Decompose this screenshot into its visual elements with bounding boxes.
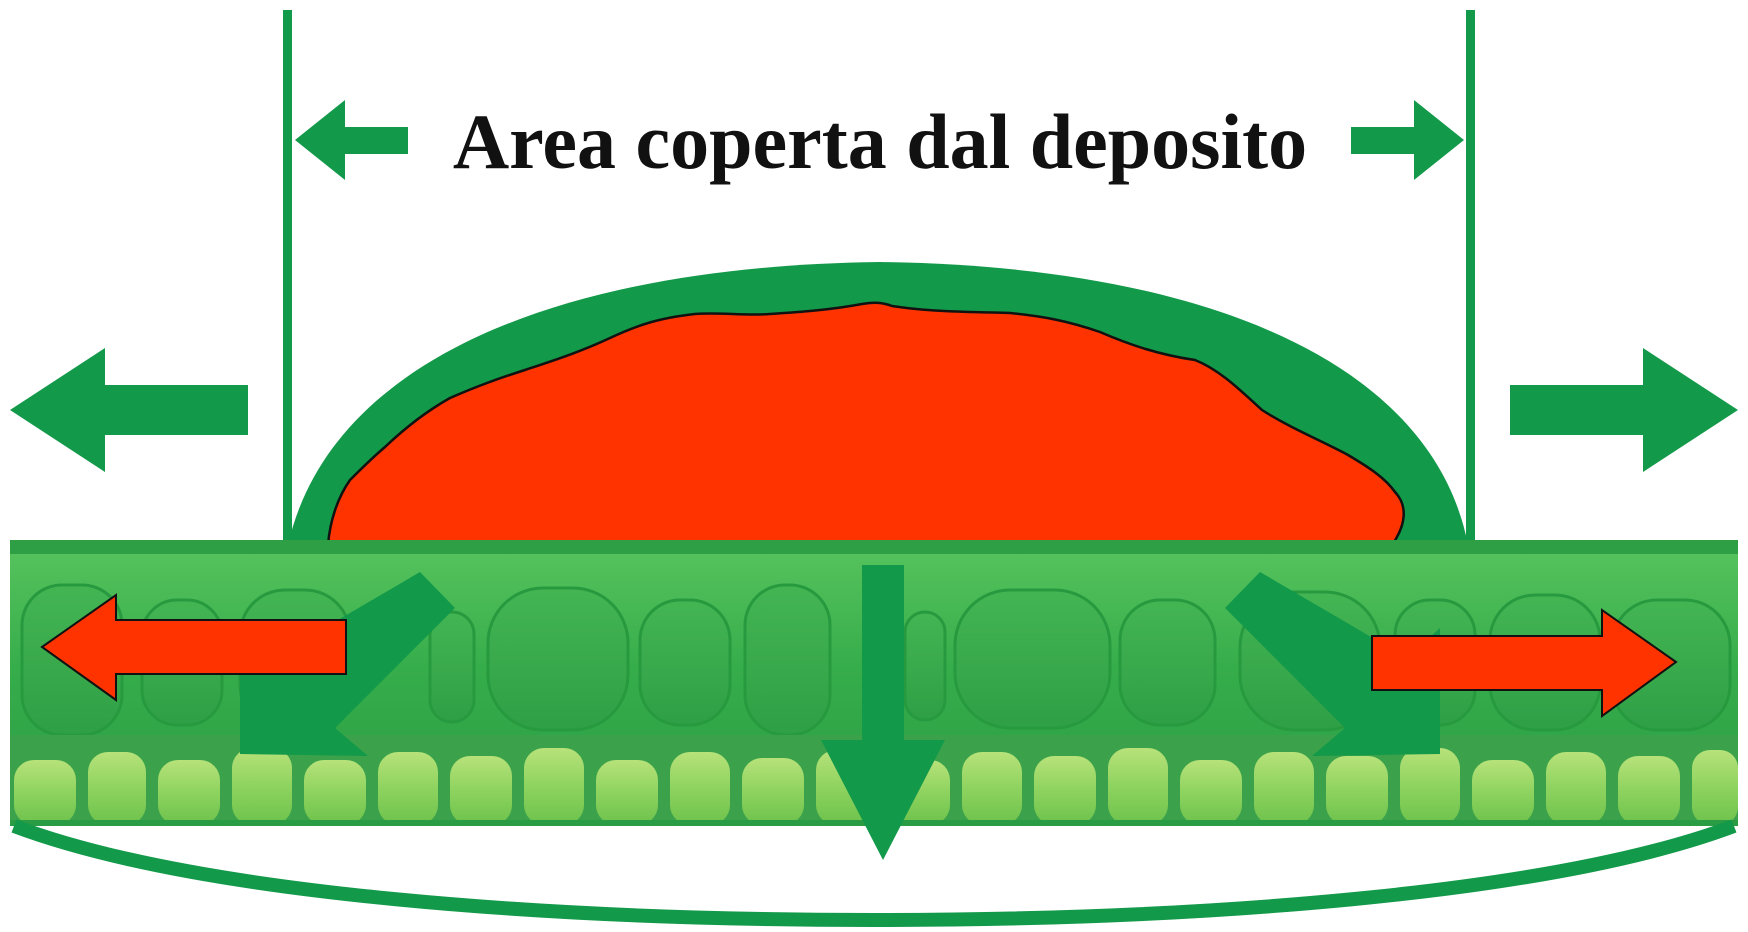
left-outer-arrow-icon [10, 348, 248, 472]
title-right-arrow-icon [1351, 100, 1464, 180]
right-outer-arrow-icon [1510, 348, 1738, 472]
title-left-arrow-icon [295, 100, 408, 180]
left-boundary-line [283, 10, 292, 550]
title-dimension: Area coperta dal deposito [295, 98, 1464, 185]
right-boundary-line [1466, 10, 1475, 550]
diagram-title: Area coperta dal deposito [453, 98, 1307, 185]
